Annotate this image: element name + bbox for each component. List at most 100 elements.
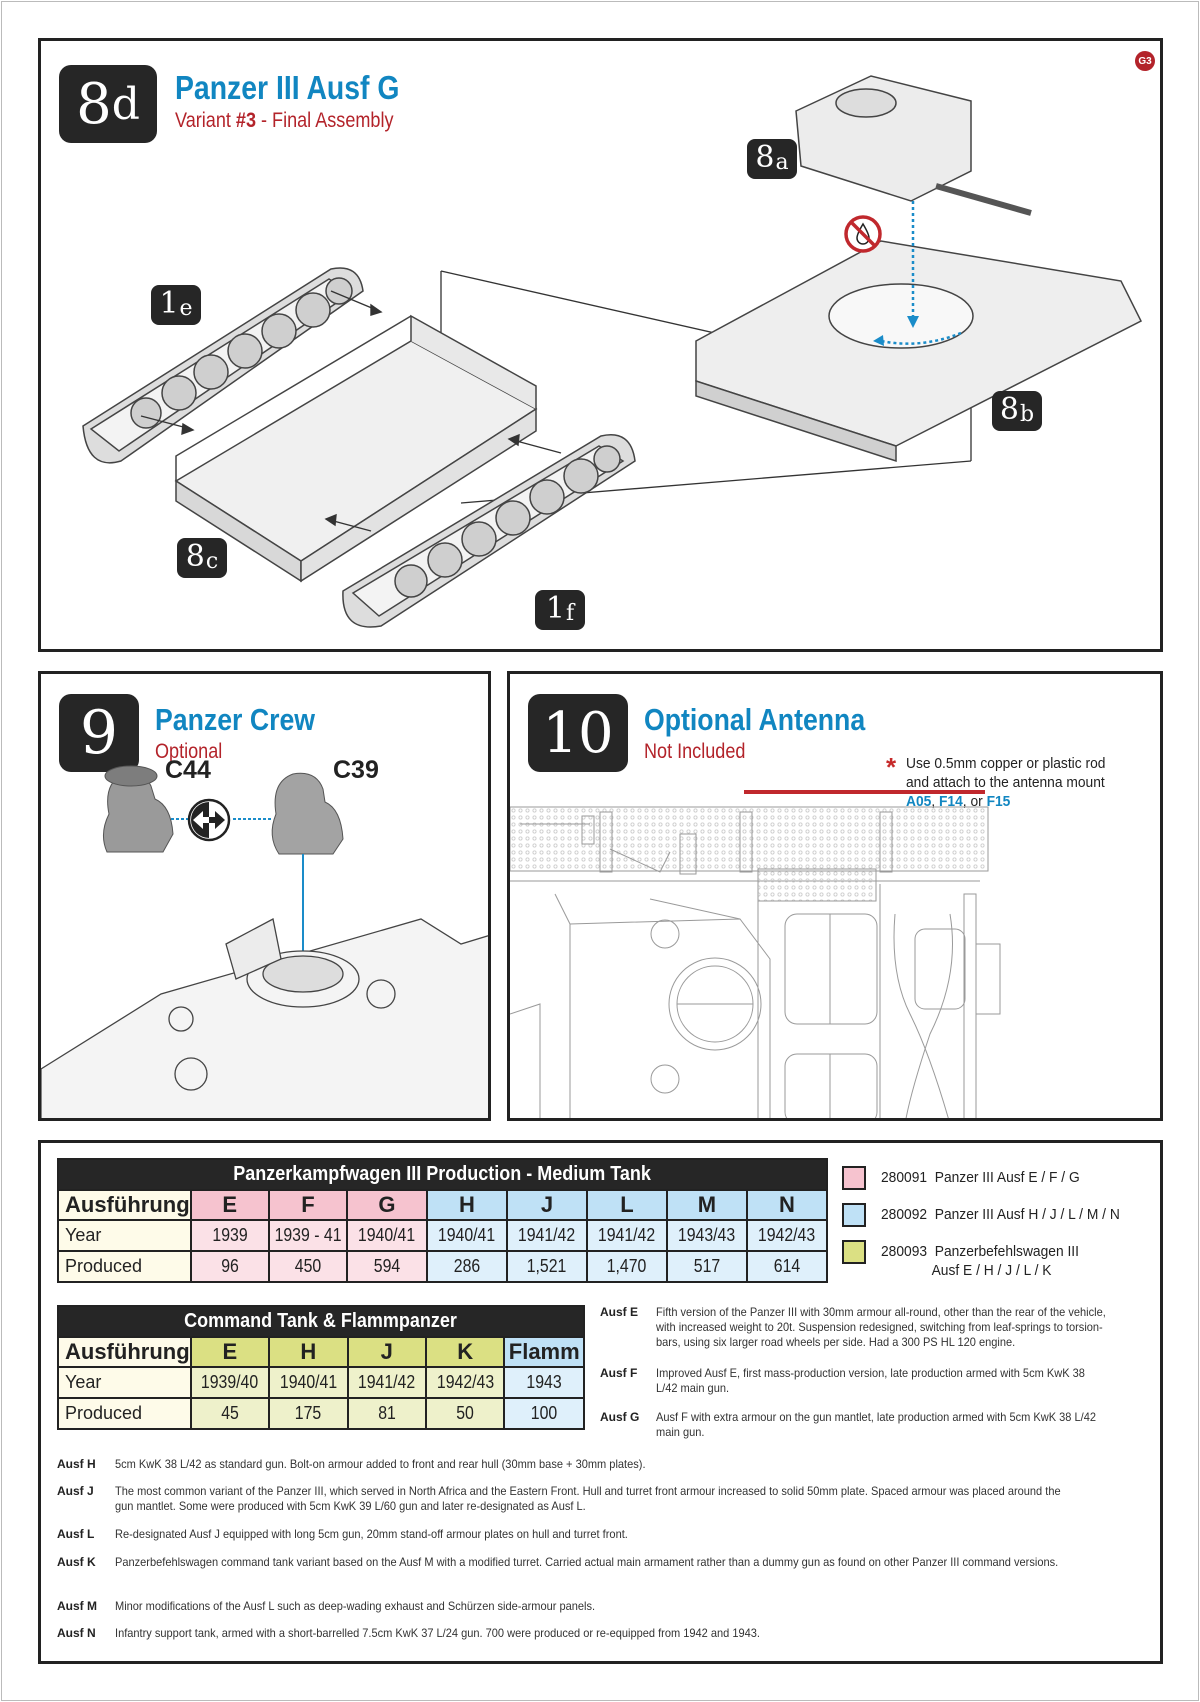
part-label-number: 1 [159, 286, 179, 321]
variant-note-text: Fifth version of the Panzer III with 30m… [656, 1305, 1106, 1349]
part-label-number: 8 [185, 539, 205, 574]
variant-note-key: Ausf G [600, 1410, 640, 1424]
variant-note-key: Ausf H [57, 1457, 96, 1471]
separator: , or [962, 793, 987, 810]
variant-note-text: Panzerbefehlswagen command tank variant … [115, 1555, 1059, 1569]
turret-guide-arrowhead [907, 316, 919, 328]
part-label-suffix: a [775, 150, 789, 175]
ausf-header-j: J [346, 1336, 428, 1368]
no-glue-icon [844, 215, 882, 253]
part-label-suffix: e [179, 296, 193, 321]
legend-text: 280092 Panzer III Ausf H / J / L / M / N [881, 1206, 1120, 1223]
produced-cell: 1,521 [505, 1250, 588, 1283]
year-cell: 1940/41 [425, 1219, 508, 1252]
produced-cell: 1,470 [585, 1250, 668, 1283]
page-code-badge: G3 [1135, 51, 1155, 71]
produced-cell: 286 [425, 1250, 508, 1283]
produced-cell: 50 [425, 1397, 506, 1430]
step-number-suffix: d [111, 78, 140, 130]
part-a05: A05 [906, 793, 932, 810]
year-cell: 1943 [503, 1366, 585, 1399]
legend-item-280092: 280092 Panzer III Ausf H / J / L / M / N [842, 1203, 1141, 1227]
produced-cell: 96 [189, 1250, 270, 1283]
variant-note-text: Infantry support tank, armed with a shor… [115, 1626, 761, 1640]
antenna-note-line2: and attach to the antenna mount [906, 774, 1105, 791]
variant-note-key: Ausf K [57, 1555, 96, 1569]
upper-hull [695, 240, 1143, 463]
step-10-panel: 10 Optional Antenna Not Included * Use 0… [507, 671, 1163, 1121]
variant-note: Ausf G Ausf F with extra armour on the gu… [600, 1410, 1148, 1440]
part-f15: F15 [986, 793, 1011, 810]
row-label: Year [57, 1366, 192, 1399]
row-label: Produced [57, 1250, 192, 1283]
ausf-header-m: M [665, 1189, 748, 1221]
variant-note: Ausf H 5cm KwK 38 L/42 as standard gun. B… [57, 1457, 1152, 1472]
ausf-header-h: H [268, 1336, 349, 1368]
year-cell: 1940/41 [346, 1219, 428, 1252]
row-label: Ausführung [57, 1189, 192, 1221]
turret-hatch-drawing [41, 918, 488, 1118]
year-cell: 1941/42 [505, 1219, 588, 1252]
antenna-note-line1: Use 0.5mm copper or plastic rod [906, 755, 1106, 772]
ausf-header-flamm: Flamm [503, 1336, 585, 1368]
legend-swatch [842, 1240, 866, 1264]
variant-note-text: Improved Ausf E, first mass-production v… [656, 1366, 1085, 1395]
part-label-suffix: b [1020, 402, 1035, 427]
produced-cell: 517 [665, 1250, 748, 1283]
year-cell: 1941/42 [585, 1219, 668, 1252]
year-cell: 1939/40 [189, 1366, 271, 1399]
produced-cell: 100 [503, 1397, 585, 1430]
legend-text: 280091 Panzer III Ausf E / F / G [881, 1169, 1080, 1186]
swap-icon [187, 798, 231, 842]
turret [795, 75, 1032, 216]
ausf-header-n: N [745, 1189, 829, 1221]
variant-note-text: 5cm KwK 38 L/42 as standard gun. Bolt-on… [115, 1457, 646, 1471]
row-label: Year [57, 1219, 192, 1252]
ausf-header-e: E [189, 1336, 271, 1368]
variant-number: #3 [235, 109, 257, 132]
variant-note-text: Re-designated Ausf J equipped with long … [115, 1527, 628, 1541]
command-table-title: Command Tank & Flammpanzer [57, 1305, 585, 1338]
produced-cell: 175 [268, 1397, 349, 1430]
variant-note-key: Ausf F [600, 1366, 638, 1380]
produced-cell: 81 [346, 1397, 428, 1430]
antenna-illustration [510, 790, 1001, 1118]
produced-cell: 450 [267, 1250, 349, 1283]
legend-item-280091: 280091 Panzer III Ausf E / F / G [842, 1166, 1097, 1190]
ausf-header-g: G [346, 1189, 428, 1221]
step-number: 8 [76, 71, 112, 137]
year-cell: 1939 [189, 1219, 270, 1252]
antenna-note-parts: A05, F14, or F15 [906, 792, 1105, 811]
crew-label-c44: C44 [165, 756, 211, 784]
separator: , [931, 793, 940, 810]
variant-note-text: Ausf F with extra armour on the gun mant… [656, 1410, 1096, 1439]
crew-figure-c39 [271, 772, 344, 855]
assembly-illustration [82, 75, 1143, 628]
rotate-arrow [880, 331, 962, 345]
left-track [82, 267, 364, 464]
lower-hull [174, 314, 538, 583]
variant-note: Ausf F Improved Ausf E, first mass-produc… [600, 1366, 1148, 1396]
subtitle-text-end: - Final Assembly [256, 109, 394, 132]
variant-note-key: Ausf L [57, 1527, 95, 1541]
year-cell: 1939 - 41 [267, 1219, 349, 1252]
variant-note-key: Ausf J [57, 1484, 94, 1498]
variant-note-key: Ausf N [57, 1626, 96, 1640]
part-label-number: 8 [755, 140, 775, 175]
step-title: Optional Antenna [644, 702, 866, 737]
right-track [342, 434, 636, 628]
step-number-badge: 9 [59, 694, 139, 772]
note-asterisk: * [886, 752, 897, 782]
